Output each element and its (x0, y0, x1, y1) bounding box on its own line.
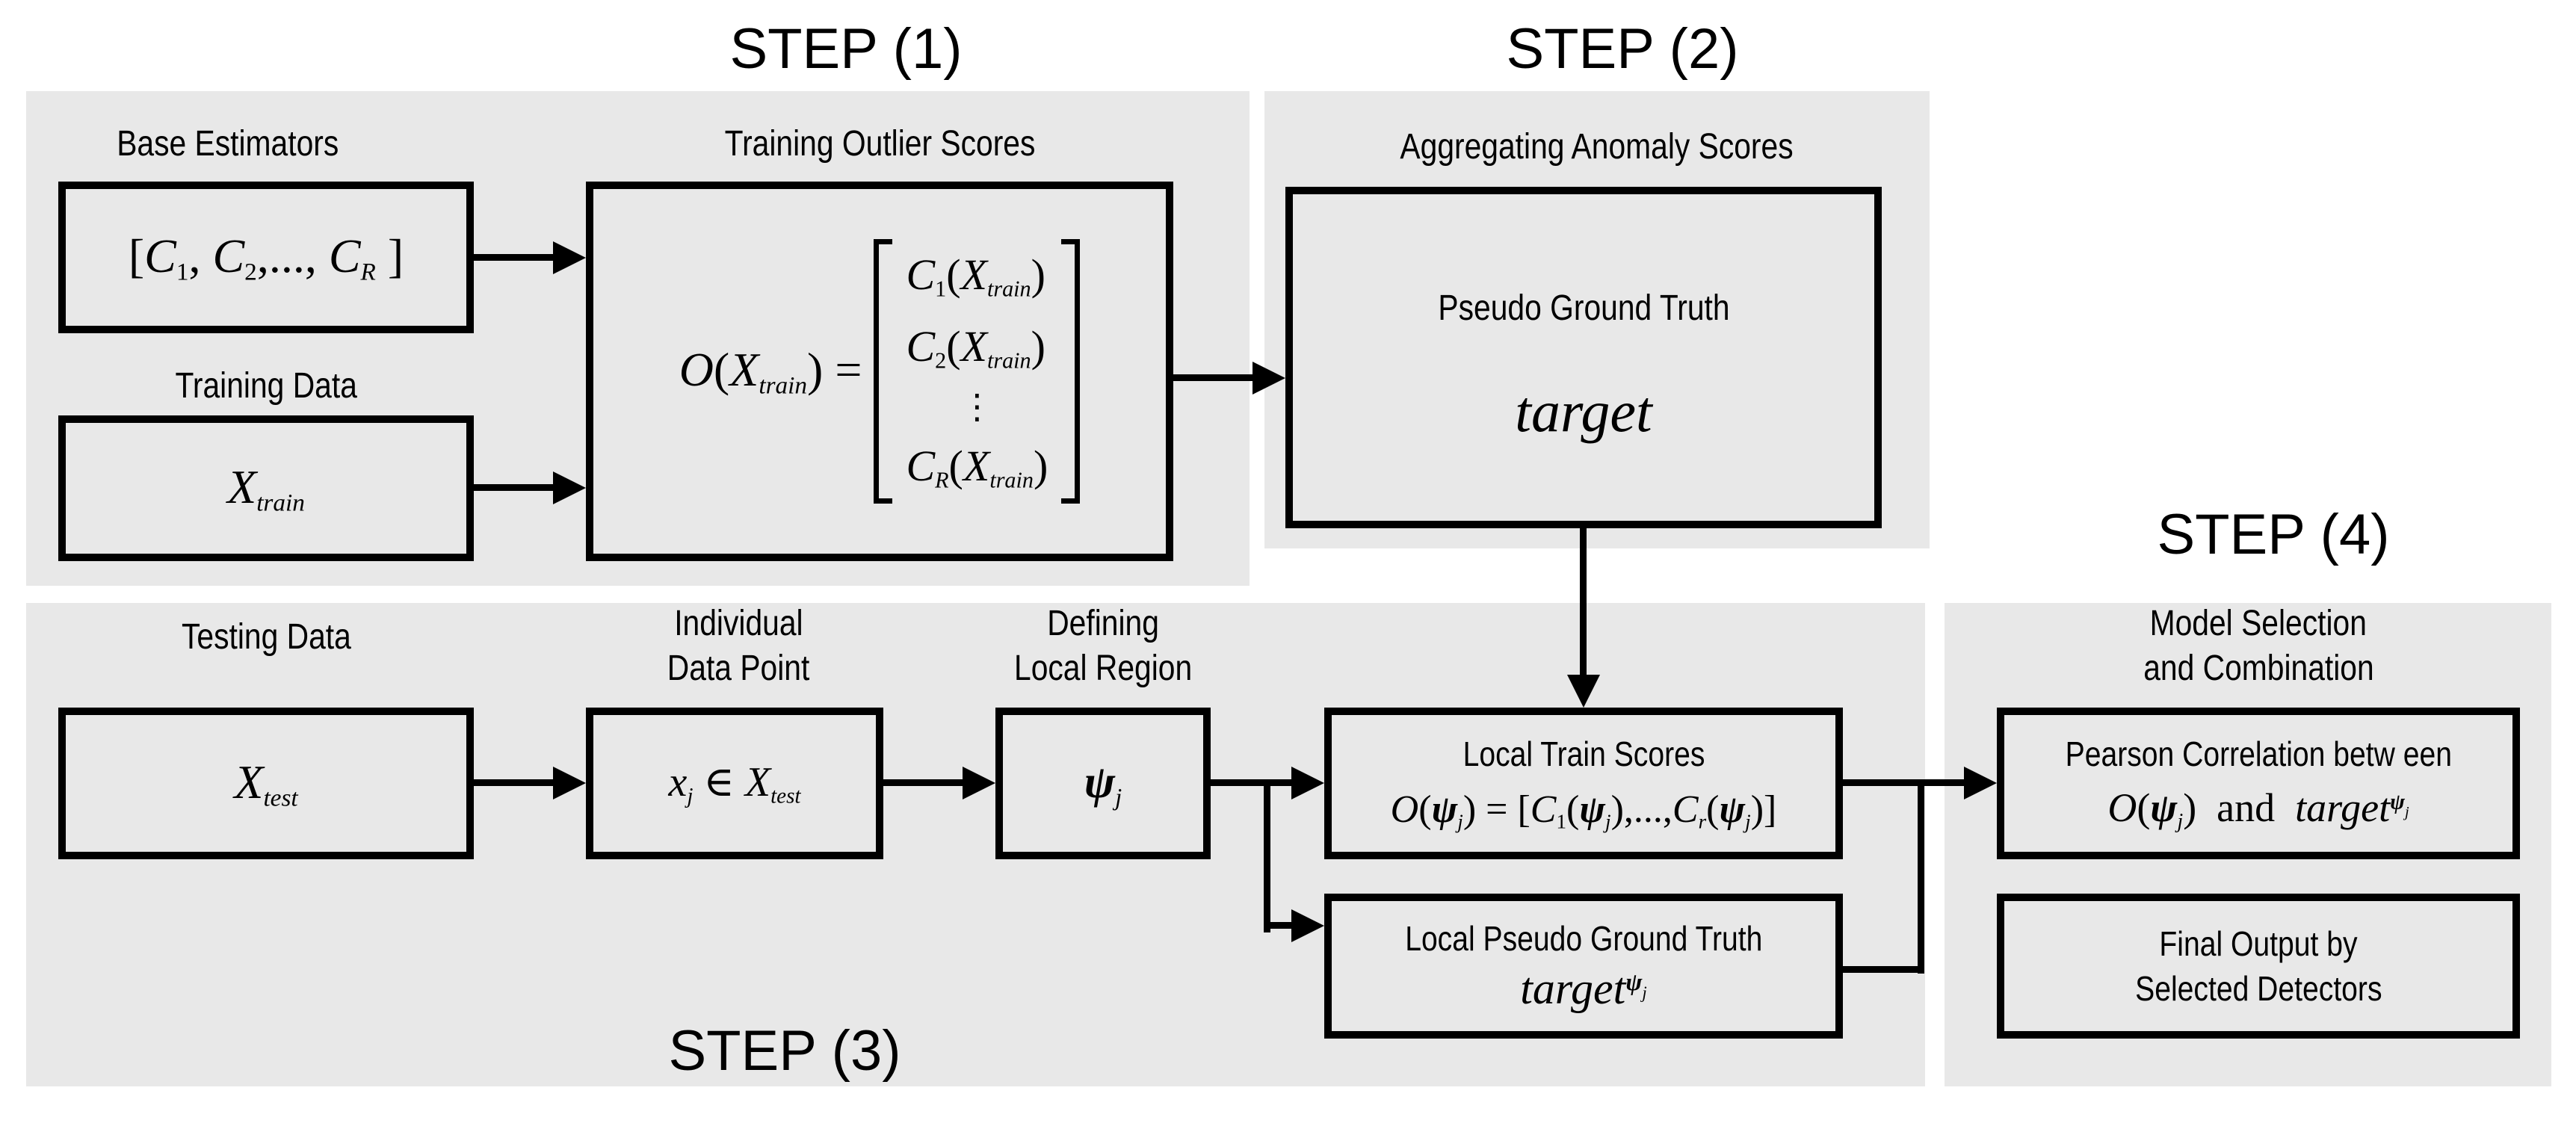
x-test-formula: Xtest (234, 755, 298, 812)
final-label-line1: Final Output by (2113, 921, 2404, 966)
outlier-equation-lhs: O(Xtrain) = (679, 343, 874, 400)
arrow-traindata-to-outlier-line (474, 484, 555, 491)
xj-formula: xj ∈ Xtest (668, 759, 801, 808)
arrow-defining-to-localpseudo-line (1264, 922, 1293, 929)
aggregating-anomaly-scores-label: Aggregating Anomaly Scores (1335, 125, 1859, 170)
arrow-outlier-to-aggregating-head (1253, 362, 1285, 395)
pseudo-ground-truth-box: Pseudo Ground Truth target (1285, 187, 1882, 528)
individual-data-point-label: Individual Data Point (552, 601, 925, 691)
psi-formula: ψj (1084, 756, 1122, 811)
arrow-base-to-outlier-line (474, 254, 555, 261)
base-estimators-label: Base Estimators (41, 122, 415, 167)
pearson-formula: O(ψj) and targetψj (2107, 785, 2409, 833)
final-label-line2-text: Selected Detectors (2134, 969, 2382, 1008)
local-train-scores-label-text: Local Train Scores (1462, 734, 1705, 773)
training-outlier-scores-box: O(Xtrain) = C1(Xtrain) C2(Xtrain) ⋮ CR(X… (586, 182, 1173, 561)
testing-data-box: Xtest (58, 708, 474, 859)
local-train-scores-box: Local Train Scores O(ψj) = [C1(ψj),...,C… (1324, 708, 1843, 859)
final-output-label: Final Output by Selected Detectors (2113, 921, 2404, 1011)
local-train-scores-label: Local Train Scores (1442, 734, 1726, 774)
pearson-correlation-label: Pearson Correlation betw een (2031, 734, 2486, 774)
connector-localpseudo-horizontal (1843, 966, 1924, 973)
base-estimators-label-text: Base Estimators (117, 124, 339, 164)
local-train-scores-formula: O(ψj) = [C1(ψj),...,Cr(ψj)] (1390, 788, 1777, 833)
final-output-box: Final Output by Selected Detectors (1997, 894, 2520, 1039)
arrow-traindata-to-outlier-head (553, 471, 586, 504)
local-pseudo-formula: targetψj (1520, 963, 1647, 1013)
step3-title: STEP (3) (668, 1019, 901, 1083)
testing-data-label: Testing Data (79, 615, 453, 660)
base-estimators-box: [C1, C2,..., CR ] (58, 182, 474, 333)
arrow-localtrain-to-pearson-line (1843, 779, 1965, 786)
step1-title: STEP (1) (729, 17, 963, 81)
arrow-localtrain-to-pearson-head (1964, 767, 1997, 799)
pseudo-ground-truth-label: Pseudo Ground Truth (1412, 288, 1755, 329)
arrow-testing-to-individual-line (474, 779, 555, 786)
model-label-line1-text: Model Selection (2149, 604, 2367, 643)
vector-dots: ⋮ (960, 387, 995, 426)
arrow-aggregating-to-localtrain-head (1567, 675, 1600, 708)
individual-data-point-box: xj ∈ Xtest (586, 708, 883, 859)
defining-local-region-box: ψj (995, 708, 1211, 859)
panel-step2 (1264, 91, 1930, 548)
training-data-label: Training Data (79, 364, 453, 409)
local-pseudo-ground-truth-label: Local Pseudo Ground Truth (1374, 918, 1794, 959)
panel-step1 (26, 91, 1250, 586)
model-label-line1: Model Selection (1997, 601, 2520, 646)
step2-title: STEP (2) (1506, 17, 1739, 81)
base-estimators-formula: [C1, C2,..., CR ] (128, 229, 404, 286)
individual-label-line1-text: Individual (673, 604, 803, 643)
model-label-line2-text: and Combination (2143, 649, 2374, 688)
arrow-individual-to-defining-head (963, 767, 995, 799)
vector-row-1: C1(Xtrain) (906, 250, 1045, 302)
arrow-individual-to-defining-line (883, 779, 964, 786)
defining-label-line1: Defining (916, 601, 1290, 646)
local-pseudo-ground-truth-label-text: Local Pseudo Ground Truth (1404, 918, 1763, 958)
arrow-defining-to-localtrain-head (1291, 767, 1324, 799)
arrow-outlier-to-aggregating-line (1173, 374, 1254, 381)
model-label-line2: and Combination (1997, 646, 2520, 691)
aggregating-anomaly-scores-label-text: Aggregating Anomaly Scores (1400, 127, 1794, 167)
x-train-formula: Xtrain (227, 460, 305, 517)
panel-step4 (1945, 603, 2551, 1086)
arrow-aggregating-to-localtrain-line (1580, 528, 1587, 678)
vector-row-2: C2(Xtrain) (906, 322, 1045, 374)
vector-bracket-left (874, 238, 893, 504)
outlier-vector: C1(Xtrain) C2(Xtrain) ⋮ CR(Xtrain) (874, 238, 1081, 504)
defining-label-line2: Local Region (916, 646, 1290, 691)
defining-label-line1-text: Defining (1047, 604, 1159, 643)
arrow-base-to-outlier-head (553, 241, 586, 274)
testing-data-label-text: Testing Data (181, 617, 351, 657)
final-label-line2: Selected Detectors (2113, 966, 2404, 1011)
pearson-correlation-label-text: Pearson Correlation betw een (2065, 734, 2452, 773)
training-data-box: Xtrain (58, 415, 474, 561)
outlier-equation: O(Xtrain) = C1(Xtrain) C2(Xtrain) ⋮ CR(X… (679, 238, 1081, 504)
defining-label-line2-text: Local Region (1013, 649, 1193, 688)
individual-label-line2-text: Data Point (667, 649, 810, 688)
step4-title: STEP (4) (2157, 503, 2390, 566)
individual-label-line2: Data Point (552, 646, 925, 691)
local-pseudo-ground-truth-box: Local Pseudo Ground Truth targetψj (1324, 894, 1843, 1039)
final-label-line1-text: Final Output by (2159, 924, 2358, 963)
target-formula: target (1515, 379, 1652, 444)
pseudo-ground-truth-label-text: Pseudo Ground Truth (1437, 288, 1730, 328)
vector-row-3: CR(Xtrain) (906, 441, 1048, 493)
training-data-label-text: Training Data (175, 366, 357, 406)
panel-step3 (26, 603, 1925, 1086)
model-selection-label: Model Selection and Combination (1997, 601, 2520, 691)
vector-rows: C1(Xtrain) C2(Xtrain) ⋮ CR(Xtrain) (906, 239, 1048, 504)
arrow-testing-to-individual-head (553, 767, 586, 799)
individual-label-line1: Individual (552, 601, 925, 646)
connector-localpseudo-vertical (1918, 779, 1924, 974)
vector-bracket-right (1061, 238, 1081, 504)
arrow-defining-to-localtrain-line (1211, 779, 1293, 786)
defining-local-region-label: Defining Local Region (916, 601, 1290, 691)
training-outlier-scores-label-text: Training Outlier Scores (725, 124, 1036, 164)
training-outlier-scores-label: Training Outlier Scores (694, 122, 1067, 167)
connector-defining-branch-vertical (1264, 779, 1270, 932)
arrow-defining-to-localpseudo-head (1291, 909, 1324, 942)
pearson-correlation-box: Pearson Correlation betw een O(ψj) and t… (1997, 708, 2520, 859)
